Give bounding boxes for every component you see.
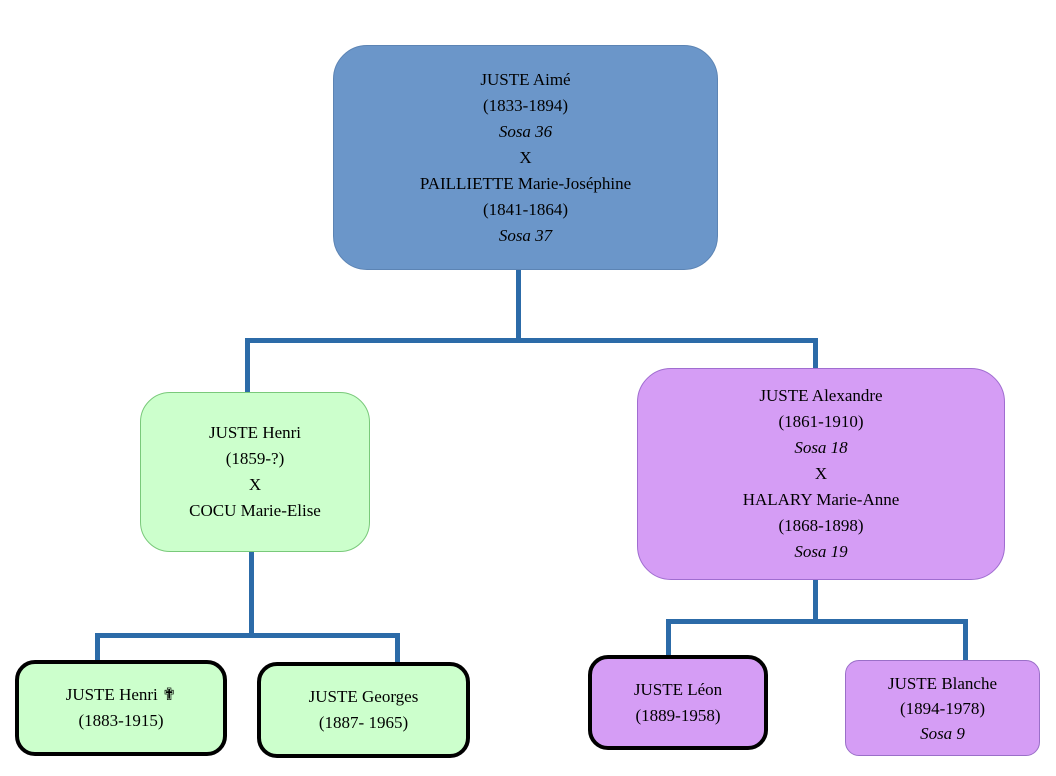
person-name: JUSTE Blanche [887, 673, 998, 693]
connector-to-blanche [963, 619, 968, 662]
person-name: JUSTE Alexandre [759, 386, 883, 405]
person-name: JUSTE Henri [208, 423, 302, 442]
person-sosa: Sosa 18 [794, 438, 848, 457]
spouse-dates: (1868-1898) [778, 516, 864, 535]
person-dates: (1887- 1965) [318, 713, 409, 732]
connector-alexandre-down [813, 580, 818, 624]
spouse-sosa: Sosa 19 [794, 542, 848, 561]
family-node-juste-henri-jr: JUSTE Henri ✟ (1883-1915) [15, 660, 227, 756]
family-node-juste-henri: JUSTE Henri (1859-?) X COCU Marie-Elise [140, 392, 370, 552]
person-name: JUSTE Léon [633, 679, 723, 699]
spouse-name: PAILLIETTE Marie-Joséphine [419, 173, 632, 193]
connector-alexandre-children-horizontal [666, 619, 968, 624]
family-node-juste-blanche: JUSTE Blanche (1894-1978) Sosa 9 [845, 660, 1040, 756]
connector-to-alexandre [813, 338, 818, 370]
person-name-with-cross-icon: JUSTE Henri ✟ [65, 685, 177, 704]
spouse-name: HALARY Marie-Anne [742, 490, 900, 509]
person-sosa: Sosa 9 [920, 723, 965, 743]
family-node-juste-leon: JUSTE Léon (1889-1958) [588, 655, 768, 750]
family-node-juste-georges: JUSTE Georges (1887- 1965) [257, 662, 470, 758]
person-dates: (1889-1958) [635, 705, 721, 725]
connector-to-georges [395, 633, 400, 664]
connector-root-down [516, 268, 521, 343]
person-sosa: Sosa 36 [498, 121, 553, 141]
person-name: JUSTE Georges [308, 687, 419, 706]
connector-gen2-horizontal [245, 338, 818, 343]
connector-to-henri2 [95, 633, 100, 662]
person-dates: (1859-?) [225, 449, 285, 468]
family-node-juste-aime: JUSTE Aimé (1833-1894) Sosa 36 X PAILLIE… [333, 45, 718, 270]
person-dates: (1894-1978) [900, 698, 985, 718]
marriage-x: X [814, 464, 828, 483]
connector-henri-children-horizontal [95, 633, 400, 638]
connector-to-leon [666, 619, 671, 657]
marriage-x: X [519, 147, 532, 167]
person-dates: (1883-1915) [78, 711, 164, 730]
marriage-x: X [248, 475, 262, 494]
spouse-dates: (1841-1864) [483, 199, 568, 219]
person-name: JUSTE Aimé [480, 69, 571, 89]
connector-henri-down [249, 552, 254, 638]
family-node-juste-alexandre: JUSTE Alexandre (1861-1910) Sosa 18 X HA… [637, 368, 1005, 580]
connector-to-henri [245, 338, 250, 394]
person-dates: (1833-1894) [483, 95, 568, 115]
spouse-sosa: Sosa 37 [498, 225, 553, 245]
person-dates: (1861-1910) [778, 412, 864, 431]
spouse-name: COCU Marie-Elise [189, 501, 321, 520]
